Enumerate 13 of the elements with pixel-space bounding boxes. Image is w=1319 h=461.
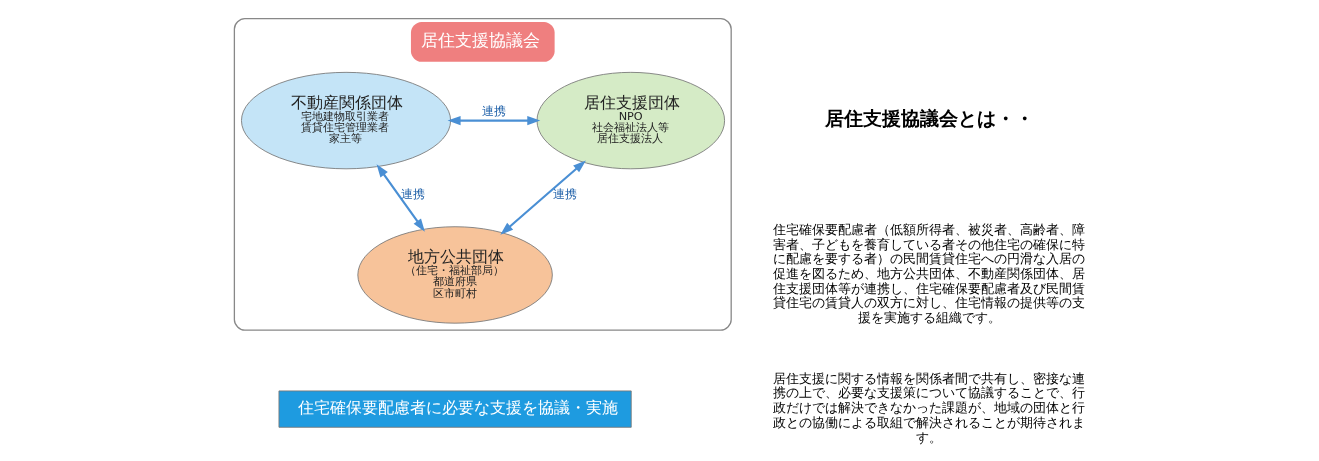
edge-label: 連携 [400, 186, 425, 201]
label: 住宅確保要配慮者（低額所得者、被災者、高齢者、障害者、子どもを養育している者その他住宅の確保に特に配慮を要する者）の民間賃貸住宅への円滑な入居の促進を図るため、地方公共団体、不動産関係団体、居住支援団体等が連携し、住宅確保要配慮者及び民間賃貸住宅の賃貸人の双方に対し、住宅情報の提供等の支援を実施する組織です。 [772, 221, 1085, 326]
label: 居住支援協議会とは・・ [824, 106, 1034, 129]
node-ellipse: 不動産関係団体 宅地建物取引業者 賃貸住宅管理業者 家主等 [240, 71, 451, 170]
arrow [376, 164, 425, 232]
node-ellipse: 居住支援団体 NPO 社会福祉法人等 居住支援法人 [536, 71, 725, 170]
label: 居住支援に関する情報を関係者間で共有し、密接な連携の上で、必要な支援策について協議することで、行政だけでは解決できなかった課題が、地域の団体と行政との協働による取組で解決されることが期待されます。 [772, 370, 1085, 445]
node-ellipse: 地方公共団体 （住宅・福祉部局） 都道府県 区市町村 [356, 226, 553, 324]
arrow [499, 160, 586, 235]
arrow [447, 116, 540, 126]
edge-label: 連携 [481, 103, 506, 118]
edge-label: 連携 [552, 186, 577, 201]
node-box: 住宅確保要配慮者に必要な支援を協議・実施 [278, 390, 632, 428]
